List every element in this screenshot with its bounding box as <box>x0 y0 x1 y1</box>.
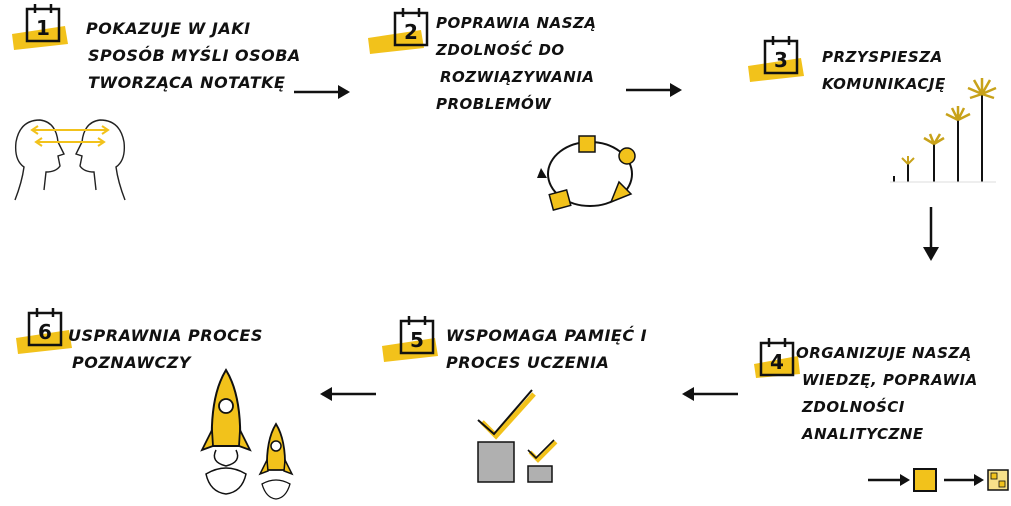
label-line: poznawczy <box>72 353 191 372</box>
growing-plants-icon <box>890 78 997 183</box>
cycle-shapes-icon <box>537 135 636 211</box>
badge-highlight <box>748 58 804 82</box>
arrow-down-icon <box>923 207 939 261</box>
label-line: tworząca notatkę <box>88 73 286 92</box>
label-line: komunikację <box>822 75 946 93</box>
label-line: Przyspiesza <box>822 48 943 66</box>
step-number: 6 <box>38 320 52 344</box>
label-line: Wspomaga pamięć i <box>446 326 648 345</box>
label-line: analityczne <box>802 425 924 443</box>
calendar-icon: 4 <box>759 338 795 377</box>
step-label: Poprawia naszą zdolność do rozwiązywania… <box>436 10 597 118</box>
label-line: Usprawnia proces <box>68 326 263 345</box>
arrow-left-icon <box>320 387 376 401</box>
organizing-boxes-icon <box>868 468 1009 492</box>
calendar-icon: 1 <box>25 4 61 43</box>
calendar-icon: 3 <box>763 36 799 75</box>
label-line: wiedzę, poprawia <box>802 371 978 389</box>
label-line: problemów <box>436 95 552 113</box>
calendar-icon: 6 <box>27 308 63 347</box>
step-number: 3 <box>774 48 788 72</box>
label-line: sposób myśli osoba <box>88 46 301 65</box>
label-line: rozwiązywania <box>440 68 595 86</box>
step-label: Wspomaga pamięć i Proces uczenia <box>446 322 647 376</box>
checkmark-bars-icon <box>477 389 558 483</box>
two-heads-icon <box>14 119 126 201</box>
label-line: Poprawia naszą <box>436 14 597 32</box>
arrow-right-icon <box>626 83 682 97</box>
calendar-icon: 5 <box>399 316 435 355</box>
arrow-right-icon <box>294 85 350 99</box>
label-line: zdolność do <box>436 41 565 59</box>
step-number: 2 <box>404 20 418 44</box>
step-number: 1 <box>36 16 50 40</box>
step-label: Usprawnia proces poznawczy <box>68 322 263 376</box>
arrow-left-icon <box>682 387 738 401</box>
step-label: Przyspiesza komunikację <box>822 44 946 98</box>
rockets-icon <box>200 368 294 500</box>
label-line: Pokazuje w jaki <box>86 19 251 38</box>
label-line: Organizuje naszą <box>796 344 972 362</box>
step-number: 4 <box>770 350 784 374</box>
step-number: 5 <box>410 328 424 352</box>
label-line: zdolności <box>802 398 905 416</box>
step-label: Organizuje naszą wiedzę, poprawia zdolno… <box>796 340 978 448</box>
badge-highlight <box>754 356 800 378</box>
badge-highlight <box>382 338 438 362</box>
label-line: Proces uczenia <box>446 353 610 372</box>
step-label: Pokazuje w jaki sposób myśli osoba tworz… <box>86 15 301 96</box>
calendar-icon: 2 <box>393 8 429 47</box>
